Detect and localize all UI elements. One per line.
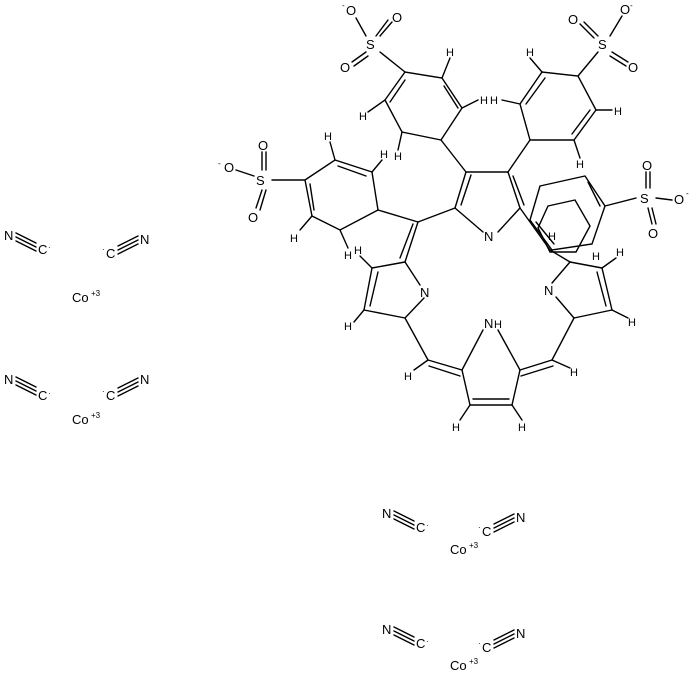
aryl-rings: [271, 51, 637, 253]
hydrogen-label: H: [452, 422, 460, 434]
hydrogen-label: H: [480, 95, 488, 107]
porphyrin-core: [363, 171, 613, 406]
hydrogen-label: H: [614, 106, 622, 118]
oxygen-label: O: [248, 210, 258, 225]
nitrogen-label: N: [140, 372, 149, 387]
hydrogen-label: H: [526, 47, 534, 59]
hydrogen-label: H: [344, 250, 352, 262]
cobalt-charge: +3: [469, 541, 479, 550]
nitrogen-label: N: [140, 232, 149, 247]
cyanide-bonds: [15, 232, 515, 649]
cobalt-label: Co: [72, 412, 89, 427]
radical-mark: ·: [102, 387, 105, 396]
hydrogen-label: H: [616, 247, 624, 259]
cobalt-charge: +3: [91, 289, 101, 298]
hydrogen-label: H: [592, 251, 600, 263]
nh-hydrogen-label: H: [494, 319, 502, 331]
nitrogen-label: N: [516, 626, 525, 641]
hydrogen-bonds: [299, 57, 629, 421]
radical-mark: ·: [426, 521, 429, 530]
sulfonate-bonds: [235, 15, 673, 225]
oxygen-label: O: [648, 226, 658, 241]
cobalt-label: Co: [72, 290, 89, 305]
carbon-label: C: [106, 246, 115, 261]
carbon-label: C: [482, 640, 491, 655]
sulfur-label: S: [366, 37, 375, 52]
hydrogen-label: H: [576, 159, 584, 171]
hydrogen-label: H: [518, 422, 526, 434]
hydrogen-label: H: [344, 321, 352, 333]
nitrogen-label: N: [516, 510, 525, 525]
cobalt-label: Co: [450, 658, 467, 673]
carbon-label: C: [38, 242, 47, 257]
oxygen-label: O: [620, 2, 630, 17]
nitrogen-label: N: [420, 285, 429, 300]
radical-mark: ·: [426, 637, 429, 646]
hydrogen-label: H: [404, 371, 412, 383]
hydrogen-label: H: [359, 111, 367, 123]
nitrogen-label: N: [382, 506, 391, 521]
sulfur-label: S: [640, 191, 649, 206]
anion-mark: -: [218, 159, 221, 168]
carbon-label: C: [38, 388, 47, 403]
oxygen-label: O: [224, 160, 234, 175]
carbon-label: C: [416, 520, 425, 535]
hydrogen-label: H: [380, 149, 388, 161]
carbon-label: C: [482, 524, 491, 539]
atom-labels: S O - O O S O - O O S O - O O S O - O O …: [218, 1, 689, 331]
nitrogen-label: N: [544, 283, 553, 298]
oxygen-label: O: [392, 10, 402, 25]
hydrogen-label: H: [394, 151, 402, 163]
hydrogen-label: H: [628, 317, 636, 329]
nitrogen-label: N: [4, 372, 13, 387]
radical-mark: ·: [48, 243, 51, 252]
hydrogen-label: H: [490, 95, 498, 107]
oxygen-label: O: [340, 60, 350, 75]
hydrogen-label: H: [354, 245, 362, 257]
carbon-label: C: [416, 636, 425, 651]
radical-mark: ·: [478, 639, 481, 648]
hydrogen-label: H: [548, 231, 556, 243]
hydrogen-labels: H H H H H H H H H H H H H H H H H H H H …: [290, 47, 636, 434]
oxygen-label: O: [628, 60, 638, 75]
oxygen-label: O: [568, 12, 578, 27]
oxygen-label: O: [674, 192, 684, 207]
carbon-label: C: [106, 388, 115, 403]
cobalt-cyanide-labels: N C · · C N Co +3 N C · · C N Co +3 N C …: [4, 228, 525, 673]
radical-mark: ·: [48, 389, 51, 398]
hydrogen-label: H: [446, 47, 454, 59]
nitrogen-label: N: [382, 622, 391, 637]
anion-mark: -: [342, 1, 345, 10]
oxygen-label: O: [642, 158, 652, 173]
nitrogen-label: N: [484, 229, 493, 244]
cobalt-label: Co: [450, 542, 467, 557]
hydrogen-label: H: [290, 233, 298, 245]
hydrogen-label: H: [570, 367, 578, 379]
sulfur-label: S: [256, 173, 265, 188]
radical-mark: ·: [478, 523, 481, 532]
oxygen-label: O: [258, 138, 268, 153]
nitrogen-label: N: [4, 228, 13, 243]
cobalt-charge: +3: [469, 657, 479, 666]
sulfur-label: S: [598, 37, 607, 52]
anion-mark: -: [630, 1, 633, 10]
cobalt-charge: +3: [91, 411, 101, 420]
hydrogen-label: H: [324, 131, 332, 143]
nitrogen-label: N: [484, 316, 493, 331]
radical-mark: ·: [102, 245, 105, 254]
anion-mark: -: [686, 189, 689, 198]
oxygen-label: O: [346, 3, 356, 18]
